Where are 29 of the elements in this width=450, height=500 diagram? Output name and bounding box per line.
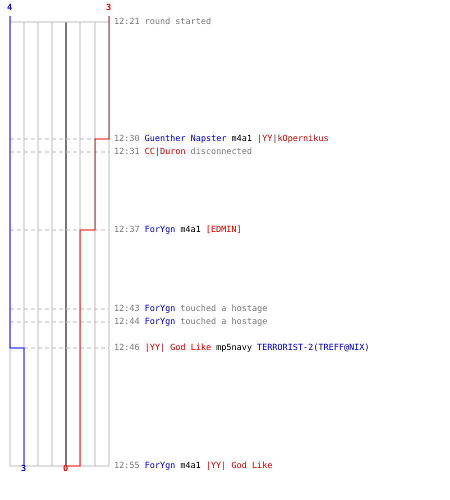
player-name: |YY| God Like: [206, 461, 272, 471]
player-name: |YY| God Like: [144, 343, 212, 353]
weapon-name: m4a1: [180, 225, 201, 235]
player-name: TERRORIST-2(TREFF@NIX): [256, 343, 370, 353]
timestamp: 12:37: [114, 225, 140, 235]
player-name: Guenther Napster: [144, 134, 226, 144]
event-text: touched a hostage: [180, 304, 268, 314]
event-text: disconnected: [190, 147, 252, 157]
timestamp: 12:30: [114, 134, 140, 144]
timestamp: 12:44: [114, 317, 140, 327]
weapon-name: m4a1: [231, 134, 252, 144]
team-count: 3: [106, 3, 112, 13]
event-text: round started: [144, 17, 212, 27]
player-name: ForYgn: [144, 225, 176, 235]
weapon-name: m4a1: [180, 461, 201, 471]
event-text: touched a hostage: [180, 317, 268, 327]
player-name: [EDMIN]: [206, 225, 242, 235]
timestamp: 12:55: [114, 461, 140, 471]
timestamp: 12:43: [114, 304, 140, 314]
player-name: |YY|kOpernikus: [256, 134, 329, 144]
player-name: CC|Duron: [144, 147, 186, 157]
player-name: ForYgn: [144, 461, 176, 471]
timestamp: 12:46: [114, 343, 140, 353]
timestamp: 12:31: [114, 147, 140, 157]
player-name: ForYgn: [144, 317, 176, 327]
team-count: 4: [7, 3, 12, 13]
player-name: ForYgn: [144, 304, 176, 314]
timestamp: 12:21: [114, 17, 140, 27]
weapon-name: mp5navy: [216, 343, 252, 353]
